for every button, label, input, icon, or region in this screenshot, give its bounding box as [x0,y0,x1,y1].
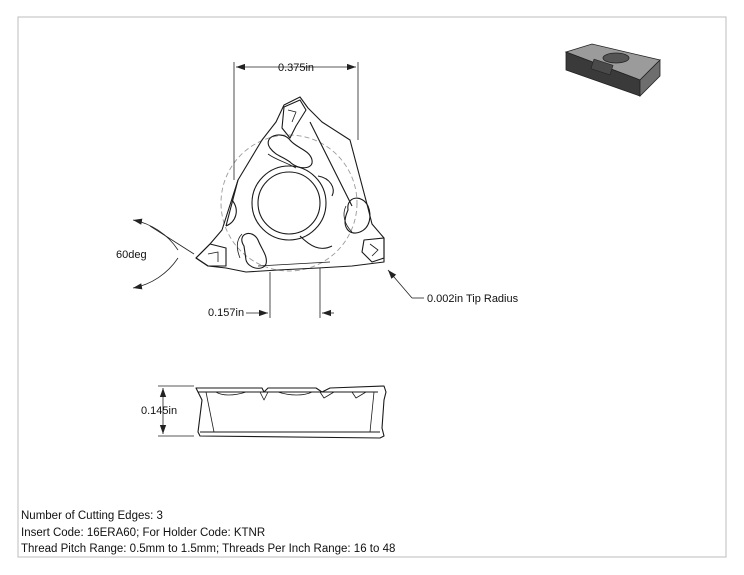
insert-top-view [195,96,385,273]
dim-angle-label: 60deg [116,249,147,261]
note-insert-code: Insert Code: 16ERA60; For Holder Code: K… [21,526,266,539]
dim-width-label: 0.375in [278,62,314,74]
insert-outline [195,96,385,273]
chip-pocket-left [241,232,267,269]
center-hole-outer [251,165,327,241]
tip-radius-label: 0.002in Tip Radius [427,293,519,305]
note-thread-range: Thread Pitch Range: 0.5mm to 1.5mm; Thre… [21,543,396,555]
tip-left [195,243,227,267]
tip-right [361,237,385,263]
dim-thickness-label: 0.145in [141,405,177,417]
sheet-border [17,16,727,558]
note-cutting-edges: Number of Cutting Edges: 3 [21,510,163,522]
dim-angle-arc [132,218,179,251]
isometric-thumbnail [564,43,661,97]
chip-pocket-right [344,197,371,234]
chip-pocket-top [267,134,313,169]
dimensions [132,62,424,437]
center-hole-inner [257,171,321,235]
dim-offset-label: 0.157in [208,307,244,319]
insert-side-view [195,385,387,439]
tip-top [281,99,307,139]
hidden-inscribed-circle [220,134,358,272]
side-outline [195,385,387,439]
title-block-notes: Number of Cutting Edges: 3 Insert Code: … [21,508,395,558]
